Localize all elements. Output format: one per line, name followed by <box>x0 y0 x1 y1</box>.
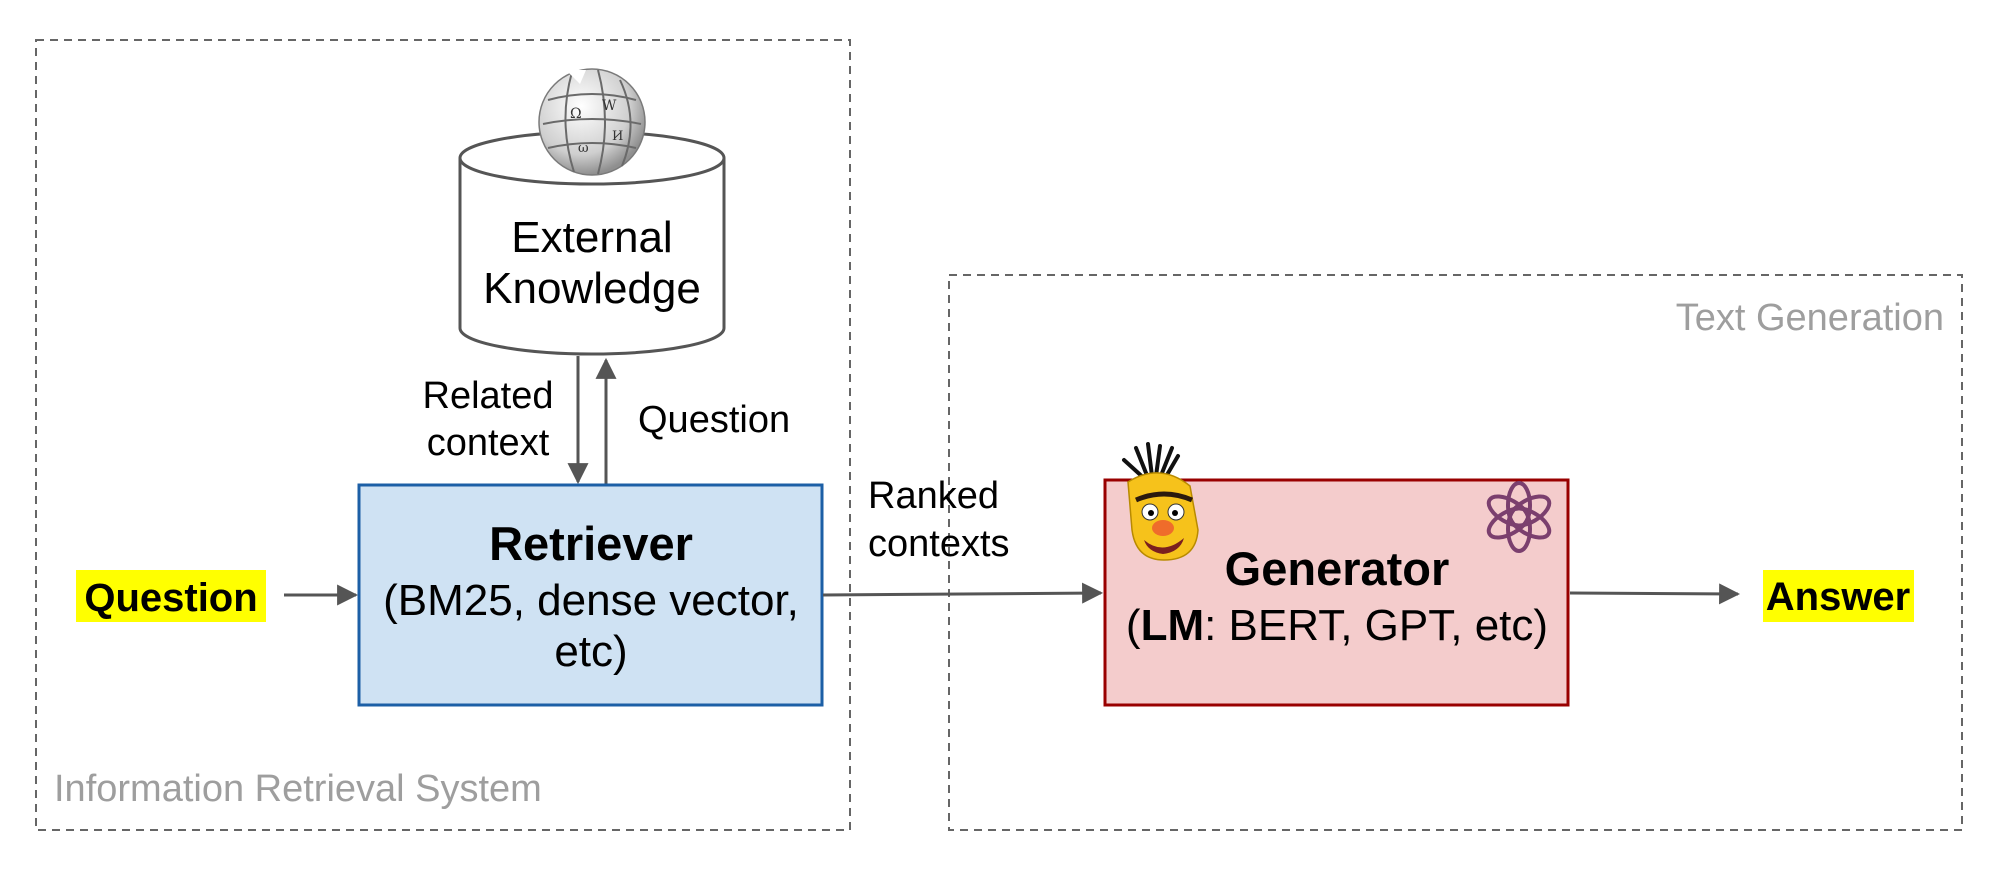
question-query-label: Question <box>638 399 790 441</box>
generator-paren: ( <box>1126 601 1141 650</box>
related-context-label-line1: Related <box>423 375 554 417</box>
output-answer: Answer <box>1766 575 1911 619</box>
generator-models: : BERT, GPT, etc) <box>1204 601 1548 650</box>
external-knowledge-line1: External <box>511 213 672 262</box>
ranked-contexts-label-line1: Ranked <box>868 475 999 517</box>
ir-system-container <box>35 39 851 831</box>
ir-system-label: Information Retrieval System <box>54 768 542 810</box>
external-knowledge-line2: Knowledge <box>483 264 701 313</box>
related-context-label-line2: context <box>427 422 550 464</box>
wikipedia-globe-icon: Ω W И ω <box>538 68 646 176</box>
generator-title: Generator <box>1225 542 1450 595</box>
retriever-line1: (BM25, dense vector, <box>383 576 799 625</box>
ranked-contexts-label-line2: contexts <box>868 523 1010 565</box>
bert-muppet-icon <box>1122 442 1199 561</box>
retriever-line2: etc) <box>554 627 627 676</box>
retriever-title: Retriever <box>489 517 693 570</box>
svg-text:И: И <box>612 129 623 144</box>
retriever-box: Retriever (BM25, dense vector, etc) <box>357 483 824 707</box>
svg-text:Ω: Ω <box>570 106 582 122</box>
svg-text:W: W <box>602 98 617 114</box>
ranked-contexts-arrow <box>822 582 1104 604</box>
openai-logo-icon <box>1486 481 1552 553</box>
generator-to-answer-arrow <box>1569 583 1741 605</box>
input-question-highlight <box>76 570 266 622</box>
generator-lm: LM <box>1141 601 1205 650</box>
external-knowledge-database: External Knowledge <box>458 130 726 356</box>
text-generation-label: Text Generation <box>1676 297 1944 339</box>
output-answer-highlight <box>1763 570 1914 622</box>
svg-text:ω: ω <box>578 141 589 156</box>
text-generation-container <box>948 274 1963 831</box>
generator-description: (LM: BERT, GPT, etc) <box>1126 601 1548 650</box>
input-question: Question <box>84 576 257 620</box>
